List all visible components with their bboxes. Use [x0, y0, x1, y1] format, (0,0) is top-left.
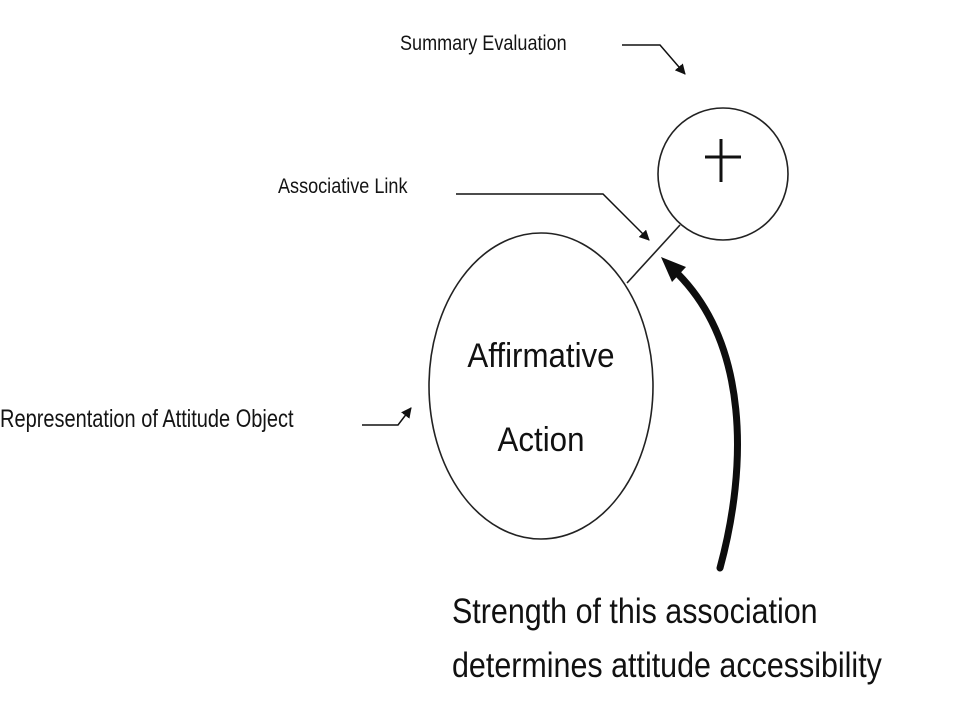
plus-icon	[705, 139, 741, 182]
associative-link-pointer	[456, 193, 650, 241]
caption-line1: Strength of this association	[452, 592, 818, 631]
representation-pointer	[362, 407, 412, 426]
evaluation-node	[657, 107, 789, 241]
attitude-object-node	[428, 232, 654, 540]
object-node-line2: Action	[497, 421, 585, 459]
caption-line2: determines attitude accessibility	[452, 646, 882, 685]
associative-link-label: Associative Link	[278, 175, 408, 198]
strength-arrow	[661, 257, 741, 572]
representation-label: Representation of Attitude Object	[0, 405, 294, 433]
summary-evaluation-pointer	[622, 44, 686, 75]
associative-link-line	[626, 224, 681, 284]
object-node-line1: Affirmative	[467, 337, 615, 375]
summary-evaluation-label: Summary Evaluation	[400, 32, 567, 55]
